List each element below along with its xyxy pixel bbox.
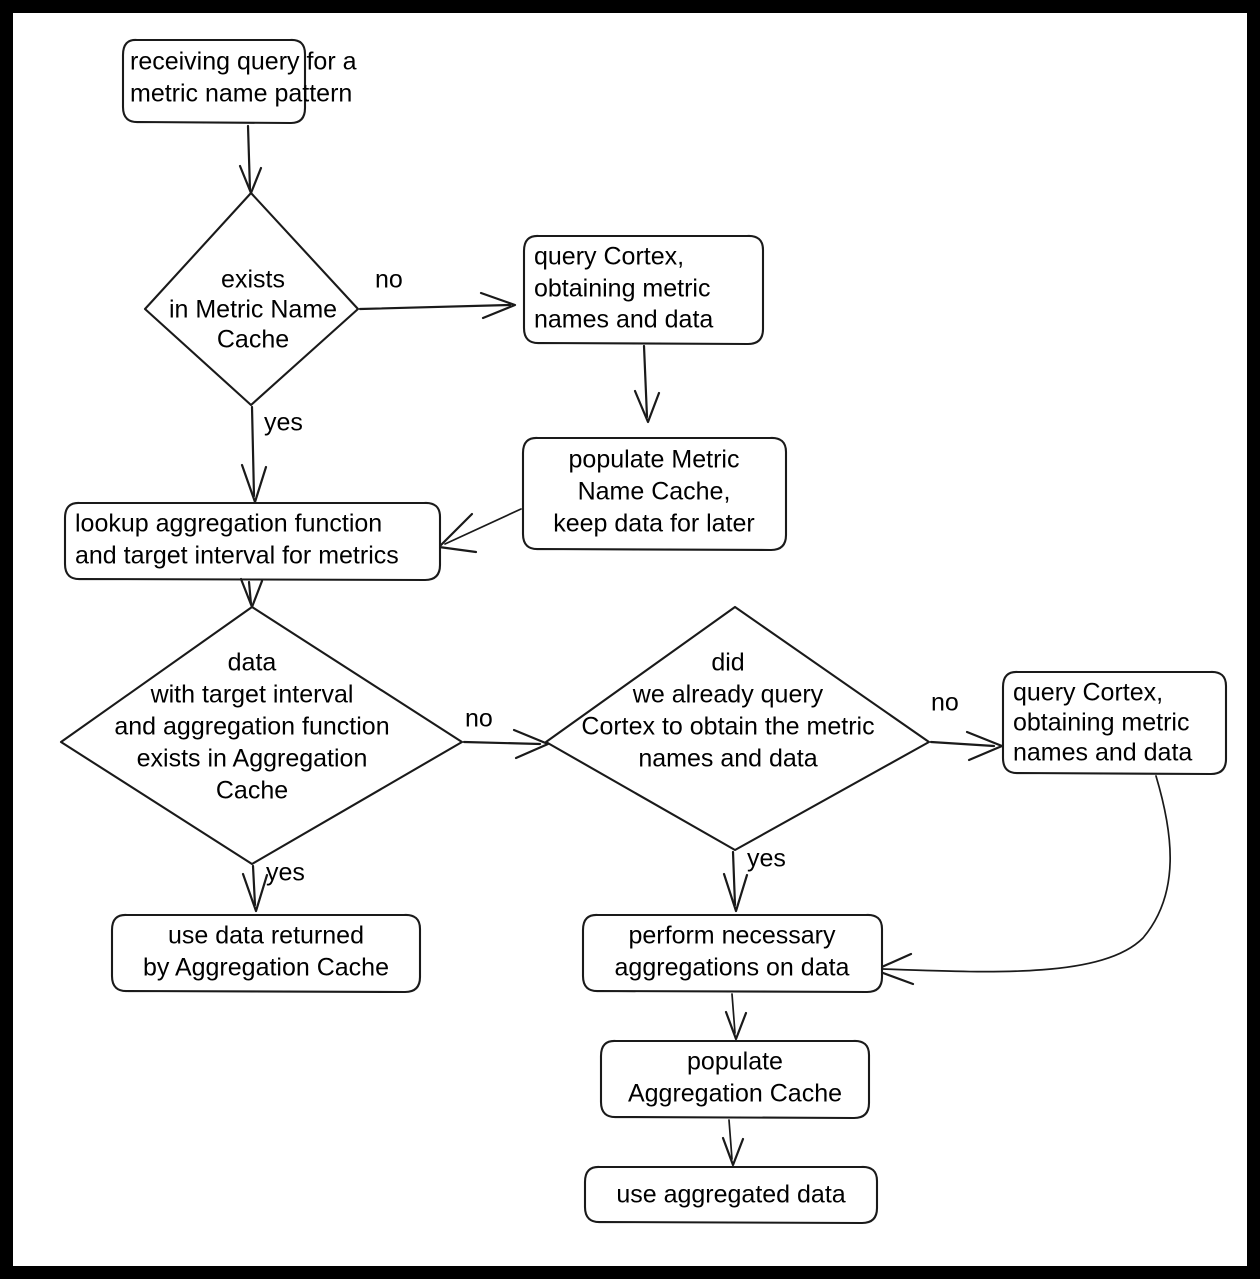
use-data-returned-line-2: by Aggregation Cache [143, 954, 389, 982]
perform-aggregations-shape [581, 913, 884, 994]
query-cortex-right-shape [1001, 670, 1228, 776]
receive-query-shape [121, 38, 307, 125]
exists-line-3: Cache [217, 326, 289, 354]
edge-query-cortex-right-to-perform [873, 775, 1171, 986]
query-cortex-top-shape [522, 234, 765, 346]
node-already-queried-cortex[interactable]: did we already query Cortex to obtain th… [544, 605, 931, 852]
edge-query-cortex-to-populate [633, 344, 661, 424]
populate-metric-name-cache-shape [521, 436, 788, 552]
receive-query-line-1: receiving query for a [130, 48, 357, 76]
node-data-exists-aggregation-cache[interactable]: data with target interval and aggregatio… [59, 605, 464, 866]
edge-perform-to-populate-agg [724, 993, 748, 1041]
populate-mnc-line-2: Name Cache, [578, 478, 731, 506]
perform-aggregations-line-2: aggregations on data [615, 954, 850, 982]
populate-agg-line-1: populate [687, 1048, 783, 1076]
node-query-cortex-top[interactable]: query Cortex, obtaining metric names and… [522, 234, 765, 346]
edge-already-queried-yes: yes [722, 845, 786, 913]
already-queried-line-2: we already query [632, 681, 824, 709]
lookup-aggregation-shape [63, 501, 442, 582]
edge-already-queried-no: no [929, 689, 1004, 762]
edge-data-exists-no: no [462, 705, 550, 760]
edge-populate-to-lookup [437, 508, 522, 554]
flowchart-svg: receiving query for a metric name patter… [59, 38, 1228, 1225]
perform-aggregations-line-1: perform necessary [628, 922, 836, 950]
edge-exists-no: no [358, 266, 517, 320]
edge-populate-agg-to-use-data [721, 1119, 745, 1167]
query-cortex-right-line-2: obtaining metric [1013, 709, 1189, 737]
node-populate-metric-name-cache[interactable]: populate Metric Name Cache, keep data fo… [521, 436, 788, 552]
node-use-aggregated-data[interactable]: use aggregated data [583, 1165, 879, 1225]
node-receive-query[interactable]: receiving query for a metric name patter… [121, 38, 357, 125]
edge-label-aggregation-cache-no: no [465, 705, 493, 733]
already-queried-line-1: did [711, 649, 744, 677]
lookup-aggregation-line-1: lookup aggregation function [75, 510, 382, 538]
data-exists-line-3: and aggregation function [114, 713, 389, 741]
data-exists-line-1: data [228, 649, 277, 677]
edge-label-already-queried-no: no [931, 689, 959, 717]
query-cortex-top-line-3: names and data [534, 306, 713, 334]
exists-metric-name-cache-shape [143, 191, 360, 407]
use-aggregated-data-line-1: use aggregated data [616, 1181, 845, 1209]
populate-mnc-line-3: keep data for later [553, 510, 755, 538]
edge-label-aggregation-cache-yes: yes [266, 859, 305, 887]
edge-label-already-queried-yes: yes [747, 845, 786, 873]
exists-line-1: exists [221, 266, 285, 294]
node-query-cortex-right[interactable]: query Cortex, obtaining metric names and… [1001, 670, 1228, 776]
node-populate-aggregation-cache[interactable]: populate Aggregation Cache [599, 1039, 871, 1120]
already-queried-line-4: names and data [638, 745, 817, 773]
populate-mnc-line-1: populate Metric [569, 446, 740, 474]
query-cortex-top-line-1: query Cortex, [534, 243, 684, 271]
data-exists-line-2: with target interval [150, 681, 354, 709]
use-aggregated-data-shape [583, 1165, 879, 1225]
node-lookup-aggregation[interactable]: lookup aggregation function and target i… [63, 501, 442, 582]
query-cortex-right-line-1: query Cortex, [1013, 679, 1163, 707]
receive-query-line-2: metric name pattern [130, 80, 352, 108]
data-exists-line-5: Cache [216, 777, 288, 805]
already-queried-line-3: Cortex to obtain the metric [581, 713, 874, 741]
edge-receive-to-exists [238, 124, 263, 195]
data-exists-aggregation-cache-shape [59, 605, 464, 866]
edge-label-metric-cache-yes: yes [264, 409, 303, 437]
use-data-returned-shape [110, 913, 422, 994]
edge-lookup-to-data-exists [239, 577, 264, 609]
use-data-returned-line-1: use data returned [168, 922, 364, 950]
populate-aggregation-cache-shape [599, 1039, 871, 1120]
exists-line-2: in Metric Name [169, 296, 337, 324]
populate-agg-line-2: Aggregation Cache [628, 1080, 842, 1108]
node-perform-aggregations[interactable]: perform necessary aggregations on data [581, 913, 884, 994]
flowchart-canvas: receiving query for a metric name patter… [13, 13, 1247, 1266]
node-use-data-returned[interactable]: use data returned by Aggregation Cache [110, 913, 422, 994]
node-exists-metric-name-cache[interactable]: exists in Metric Name Cache [143, 191, 360, 407]
query-cortex-right-line-3: names and data [1013, 739, 1192, 767]
edge-exists-yes: yes [240, 405, 303, 504]
edge-data-exists-yes: yes [241, 859, 305, 913]
lookup-aggregation-line-2: and target interval for metrics [75, 542, 399, 570]
edge-label-metric-cache-no: no [375, 266, 403, 294]
data-exists-line-4: exists in Aggregation [137, 745, 368, 773]
query-cortex-top-line-2: obtaining metric [534, 275, 710, 303]
already-queried-cortex-shape [544, 605, 931, 852]
